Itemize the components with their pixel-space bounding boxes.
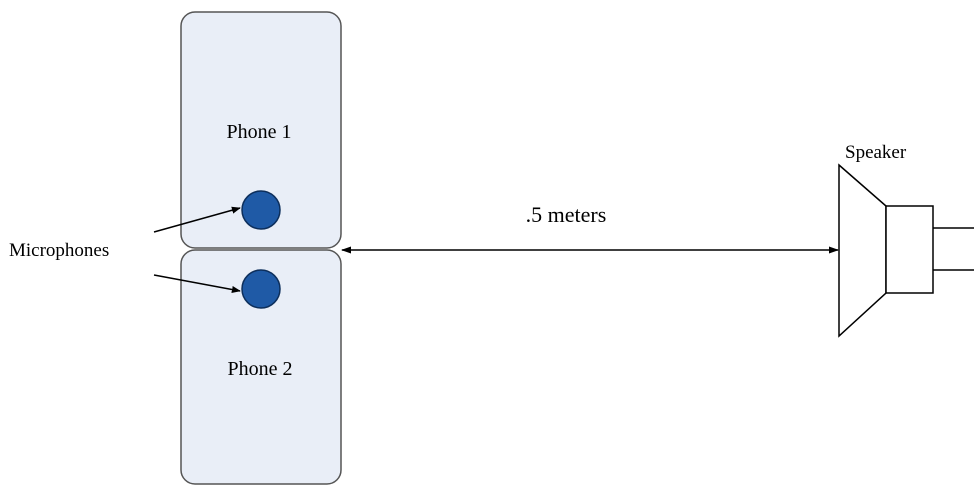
- speaker-label: Speaker: [845, 142, 907, 163]
- microphone-2-pointer: [153, 274, 241, 294]
- microphones-label: Microphones: [9, 240, 109, 261]
- microphone-2: [241, 269, 281, 309]
- speaker: Speaker: [838, 142, 974, 338]
- speaker-cone: [838, 163, 887, 338]
- phone-2-body: [180, 249, 342, 485]
- phone-1-body: [180, 11, 342, 249]
- phone-1: Phone 1: [180, 11, 342, 249]
- microphone-1-pointer: [153, 206, 241, 233]
- distance-label: .5 meters: [526, 202, 607, 227]
- phone-2: Phone 2: [180, 249, 342, 485]
- phone-1-label: Phone 1: [227, 121, 292, 143]
- microphone-1: [241, 190, 281, 230]
- speaker-magnet: [885, 205, 934, 294]
- phone-2-label: Phone 2: [228, 358, 293, 380]
